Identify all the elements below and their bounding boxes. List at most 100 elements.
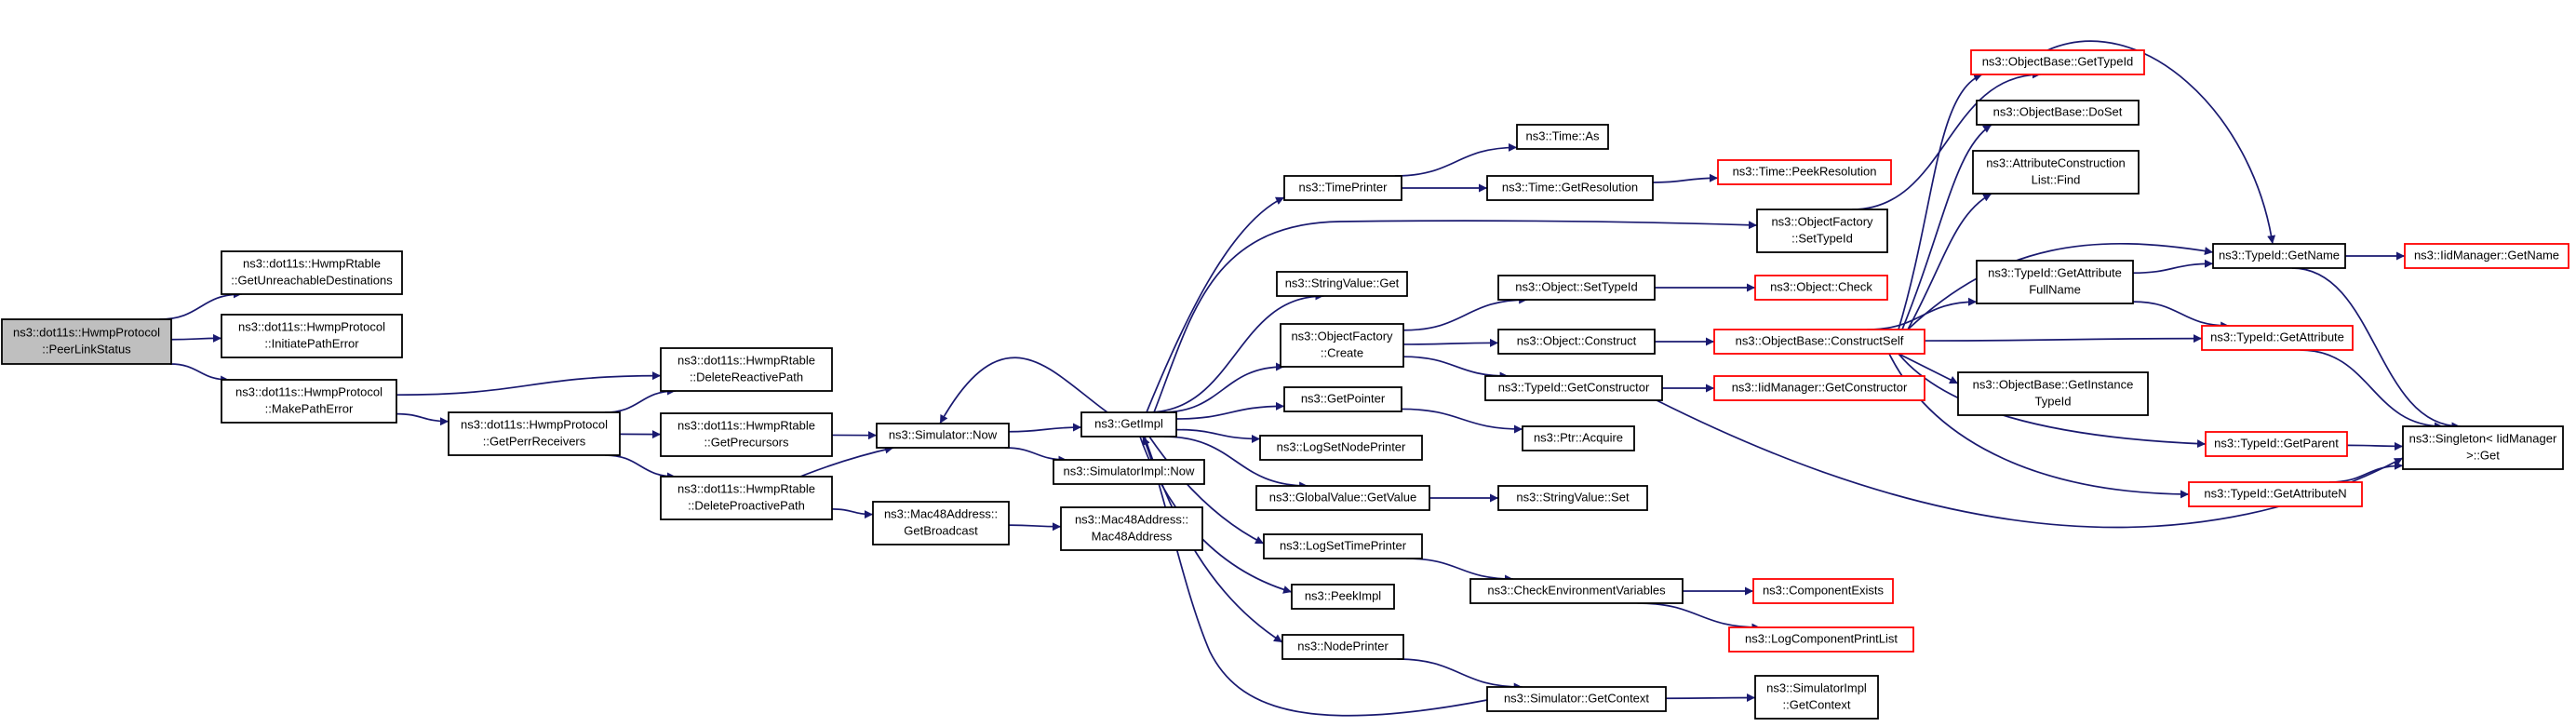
node-label: ns3::Object::Construct [1517, 333, 1637, 347]
node-timeGetRes[interactable]: ns3::Time::GetResolution [1486, 175, 1654, 201]
edge-getImpl-to-logSetNodePrinter [1175, 428, 1261, 443]
node-label: ns3::Object::Check [1770, 279, 1872, 293]
node-getUnreach[interactable]: ns3::dot11s::HwmpRtable::GetUnreachableD… [221, 250, 403, 295]
node-box [1497, 485, 1648, 511]
node-label: ::DeleteReactivePath [690, 370, 803, 384]
node-initPathErr[interactable]: ns3::dot11s::HwmpProtocol::InitiatePathE… [221, 314, 403, 358]
node-tidGetAttrN[interactable]: ns3::TypeId::GetAttributeN [2188, 481, 2363, 507]
edge-tidGetAttrN-to-singletonGet [2328, 461, 2404, 483]
node-obDoSet[interactable]: ns3::ObjectBase::DoSet [1976, 100, 2140, 126]
node-objConstruct[interactable]: ns3::Object::Construct [1497, 329, 1656, 355]
node-getImpl[interactable]: ns3::GetImpl [1080, 411, 1177, 438]
node-delProactive[interactable]: ns3::dot11s::HwmpRtable::DeleteProactive… [660, 476, 833, 520]
node-ofCreate[interactable]: ns3::ObjectFactory::Create [1280, 323, 1404, 368]
node-objCheck[interactable]: ns3::Object::Check [1754, 275, 1888, 301]
edge-obConstructSelf-to-tidGetAttrFull [1867, 297, 1978, 330]
node-box [1522, 425, 1635, 451]
node-label: ns3::StringValue::Get [1285, 276, 1400, 289]
edge-obConstructSelf-to-obGetTypeId [1898, 74, 1983, 330]
node-ofSetTypeId[interactable]: ns3::ObjectFactory::SetTypeId [1756, 209, 1888, 253]
edge-getPerr-to-delProactive [604, 454, 677, 481]
node-logCompPrint[interactable]: ns3::LogComponentPrintList [1728, 626, 1914, 653]
node-box [1283, 175, 1402, 201]
node-ptrAcquire[interactable]: ns3::Ptr::Acquire [1522, 425, 1635, 451]
node-checkEnv[interactable]: ns3::CheckEnvironmentVariables [1469, 578, 1684, 604]
edge-ofCreate-to-objConstruct [1402, 338, 1499, 347]
node-box [2404, 243, 2569, 269]
node-simNow[interactable]: ns3::Simulator::Now [876, 423, 1010, 449]
node-logSetTimePrinter[interactable]: ns3::LogSetTimePrinter [1263, 533, 1423, 559]
node-label: ns3::StringValue::Set [1516, 490, 1630, 504]
node-label: ns3::dot11s::HwmpProtocol [235, 384, 382, 398]
node-tidGetParent[interactable]: ns3::TypeId::GetParent [2205, 431, 2348, 457]
node-label: ns3::NodePrinter [1297, 639, 1389, 653]
node-logSetNodePrinter[interactable]: ns3::LogSetNodePrinter [1259, 435, 1423, 461]
node-nodePrinter[interactable]: ns3::NodePrinter [1281, 634, 1404, 660]
node-tidGetCtor[interactable]: ns3::TypeId::GetConstructor [1484, 375, 1663, 401]
edge-obConstructSelf-to-obGetInstance [1898, 353, 1959, 384]
node-label: ::GetContext [1783, 697, 1851, 711]
node-getPointer[interactable]: ns3::GetPointer [1283, 386, 1402, 412]
node-iidGetName[interactable]: ns3::IidManager::GetName [2404, 243, 2569, 269]
node-label: ns3::Singleton< IidManager [2409, 431, 2557, 445]
node-objSetTypeId[interactable]: ns3::Object::SetTypeId [1497, 275, 1656, 301]
node-label: ns3::GetImpl [1094, 416, 1163, 430]
node-getPerr[interactable]: ns3::dot11s::HwmpProtocol::GetPerrReceiv… [448, 411, 621, 456]
edge-root-to-getUnreach [159, 289, 242, 320]
node-label: ::PeerLinkStatus [42, 342, 131, 356]
node-box [1486, 175, 1654, 201]
node-strValGet[interactable]: ns3::StringValue::Get [1276, 271, 1408, 297]
node-box [1976, 100, 2140, 126]
node-iidGetCtor[interactable]: ns3::IidManager::GetConstructor [1713, 375, 1925, 401]
node-compExists[interactable]: ns3::ComponentExists [1752, 578, 1894, 604]
node-gvGetValue[interactable]: ns3::GlobalValue::GetValue [1255, 485, 1430, 511]
edge-tidGetCtor-to-singletonGet [1656, 399, 2404, 529]
node-obGetTypeId[interactable]: ns3::ObjectBase::GetTypeId [1970, 49, 2145, 75]
node-box [2201, 325, 2354, 351]
node-delReactive[interactable]: ns3::dot11s::HwmpRtable::DeleteReactiveP… [660, 347, 833, 392]
node-label: ns3::ObjectBase::GetInstance [1973, 377, 2134, 391]
node-label: ns3::Object::SetTypeId [1515, 279, 1638, 293]
edge-getImpl-to-ofCreate [1161, 362, 1285, 413]
node-obConstructSelf[interactable]: ns3::ObjectBase::ConstructSelf [1713, 329, 1925, 355]
node-tidGetName[interactable]: ns3::TypeId::GetName [2212, 243, 2346, 269]
node-box [1728, 626, 1914, 653]
node-peekImpl[interactable]: ns3::PeekImpl [1291, 584, 1395, 610]
node-label: ::MakePathError [265, 401, 354, 415]
node-simImplNow[interactable]: ns3::SimulatorImpl::Now [1053, 459, 1205, 485]
edge-getImpl-to-strValGet [1147, 291, 1324, 413]
node-box [1754, 675, 1879, 720]
node-singletonGet[interactable]: ns3::Singleton< IidManager >::Get [2402, 425, 2564, 470]
node-timePeekRes[interactable]: ns3::Time::PeekResolution [1717, 159, 1892, 185]
node-mac48[interactable]: ns3::Mac48Address::Mac48Address [1060, 506, 1203, 551]
node-simGetContext[interactable]: ns3::Simulator::GetContext [1486, 686, 1667, 712]
node-getPrec[interactable]: ns3::dot11s::HwmpRtable::GetPrecursors [660, 412, 833, 457]
node-box [1263, 533, 1423, 559]
node-simImplGetContext[interactable]: ns3::SimulatorImpl::GetContext [1754, 675, 1879, 720]
node-box [2205, 431, 2348, 457]
node-strValSet[interactable]: ns3::StringValue::Set [1497, 485, 1648, 511]
node-box [1280, 323, 1404, 368]
node-tidGetAttr[interactable]: ns3::TypeId::GetAttribute [2201, 325, 2354, 351]
node-timePrinter[interactable]: ns3::TimePrinter [1283, 175, 1402, 201]
node-label: ns3::IidManager::GetName [2414, 248, 2559, 262]
edge-delProactive-to-getBroadcast [831, 508, 874, 519]
node-makePathErr[interactable]: ns3::dot11s::HwmpProtocol::MakePathError [221, 379, 397, 424]
edge-obConstructSelf-to-tidGetParent [1898, 353, 2207, 449]
node-timeAs[interactable]: ns3::Time::As [1516, 124, 1609, 150]
node-label: ns3::ObjectFactory [1291, 329, 1393, 343]
node-label: ns3::LogSetNodePrinter [1277, 439, 1406, 453]
node-label: ns3::ObjectBase::DoSet [1993, 104, 2123, 118]
node-label: ns3::Time::As [1526, 128, 1600, 142]
node-label: ns3::IidManager::GetConstructor [1732, 380, 1908, 394]
node-box [1469, 578, 1684, 604]
node-box [1283, 386, 1402, 412]
node-label: ns3::TypeId::GetConstructor [1498, 380, 1650, 394]
node-box [1497, 275, 1656, 301]
node-getBroadcast[interactable]: ns3::Mac48Address::GetBroadcast [872, 501, 1010, 545]
edge-root-to-makePathErr [169, 363, 230, 384]
node-label: ns3::Mac48Address:: [1075, 512, 1188, 526]
